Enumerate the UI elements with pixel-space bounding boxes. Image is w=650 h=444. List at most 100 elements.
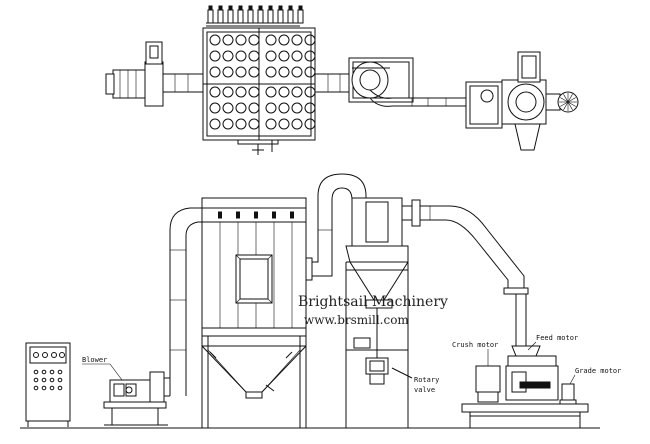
filter-bag-circle xyxy=(304,34,316,46)
filter-bag-circle xyxy=(278,118,290,130)
filter-pin xyxy=(254,211,258,219)
filter-bag-circle xyxy=(265,118,277,130)
fan-spoke xyxy=(563,94,569,103)
control-cabinet xyxy=(25,342,71,427)
filter-bag-circle xyxy=(265,86,277,98)
filter-bag-circle xyxy=(209,50,221,62)
fan-spoke xyxy=(567,101,573,110)
elevation-view xyxy=(20,173,600,429)
solenoid-valve xyxy=(217,9,224,24)
filter-bag-circle xyxy=(265,66,277,78)
filter-bag-circle xyxy=(235,118,247,130)
filter-bag-circle xyxy=(265,102,277,114)
solenoid-valve-cap xyxy=(268,5,273,11)
cabinet-knob xyxy=(41,369,47,375)
filter-bag-circle xyxy=(248,50,260,62)
filter-bag-circle xyxy=(291,66,303,78)
cabinet-knob xyxy=(49,369,55,375)
filter-bag-circle xyxy=(291,102,303,114)
filter-bag-circle xyxy=(248,66,260,78)
filter-bag-circle xyxy=(235,86,247,98)
mill-elevation xyxy=(461,294,589,429)
filter-bag-circle xyxy=(291,118,303,130)
filter-bag-circle xyxy=(278,102,290,114)
filter-pin xyxy=(272,211,276,219)
filter-bag-circle xyxy=(222,66,234,78)
filter-bag-circle xyxy=(222,86,234,98)
cabinet-knob xyxy=(49,385,55,391)
cyclone-elevation xyxy=(345,197,413,428)
filter-bag-circle xyxy=(304,102,316,114)
filter-bag-circle xyxy=(278,34,290,46)
callouts: Blower Crush motor Feed motor Rotary val… xyxy=(82,334,621,394)
solenoid-valve-cap xyxy=(258,5,263,11)
solenoid-valve-cap xyxy=(278,5,283,11)
solenoid-valve xyxy=(247,9,254,24)
fan-spoke xyxy=(567,94,573,103)
cabinet-knob xyxy=(33,385,39,391)
cabinet-knob xyxy=(57,369,63,375)
solenoid-valve-cap xyxy=(218,5,223,11)
blower-unit xyxy=(103,371,170,426)
filter-bag-circle xyxy=(248,34,260,46)
filter-bag-circle xyxy=(304,50,316,62)
company-name: Brightsail Machinery xyxy=(298,294,448,310)
fan-spoke xyxy=(560,97,569,103)
filter-bag-circle xyxy=(248,86,260,98)
fan-spoke xyxy=(567,97,576,103)
solenoid-valve xyxy=(257,9,264,24)
filter-bag-circle xyxy=(278,86,290,98)
plan-mill xyxy=(465,51,579,151)
filter-bag-circle xyxy=(291,86,303,98)
solenoid-valve-cap xyxy=(288,5,293,11)
filter-bag-circle xyxy=(291,34,303,46)
company-website: www.brsmill.com xyxy=(304,313,409,327)
watermark: Brightsail Machinery www.brsmill.com xyxy=(298,294,448,327)
filter-bag-circle xyxy=(209,86,221,98)
grade-motor-label: Grade motor xyxy=(575,367,621,375)
blower-label: Blower xyxy=(82,356,107,364)
plan-bag-filter xyxy=(202,5,316,155)
filter-bag-circle xyxy=(235,34,247,46)
plan-cyclone xyxy=(348,57,414,103)
solenoid-valve xyxy=(287,9,294,24)
rotary-valve-label-line1: Rotary xyxy=(414,376,439,384)
filter-bag-circle xyxy=(248,102,260,114)
cabinet-knob xyxy=(57,385,63,391)
filter-bag-circle xyxy=(304,66,316,78)
filter-bag-circle xyxy=(222,102,234,114)
filter-bag-circle xyxy=(235,102,247,114)
cabinet-knob xyxy=(41,385,47,391)
solenoid-valve-cap xyxy=(298,5,303,11)
filter-bag-circle xyxy=(235,50,247,62)
filter-bag-circle xyxy=(209,118,221,130)
crush-motor-label: Crush motor xyxy=(452,341,498,349)
solenoid-valve-cap xyxy=(238,5,243,11)
fan-spoke xyxy=(563,101,569,110)
plan-view xyxy=(105,5,579,155)
solenoid-valve xyxy=(207,9,214,24)
cabinet-knob xyxy=(33,377,39,383)
filter-bag-circle xyxy=(248,118,260,130)
filter-bag-circle xyxy=(222,118,234,130)
solenoid-valve xyxy=(297,9,304,24)
filter-bag-circle xyxy=(222,50,234,62)
cabinet-knob xyxy=(33,369,39,375)
rotary-valve-label-line2: valve xyxy=(414,386,435,394)
solenoid-valve xyxy=(267,9,274,24)
filter-pin xyxy=(218,211,222,219)
cabinet-knob xyxy=(49,377,55,383)
solenoid-valve xyxy=(227,9,234,24)
plan-blower xyxy=(105,41,164,107)
filter-bag-circle xyxy=(209,102,221,114)
solenoid-valve-cap xyxy=(248,5,253,11)
cabinet-knob xyxy=(41,377,47,383)
filter-bag-circle xyxy=(235,66,247,78)
filter-bag-circle xyxy=(291,50,303,62)
bag-filter-elevation xyxy=(201,197,307,428)
filter-bag-circle xyxy=(209,66,221,78)
filter-bag-circle xyxy=(304,118,316,130)
filter-pin xyxy=(236,211,240,219)
